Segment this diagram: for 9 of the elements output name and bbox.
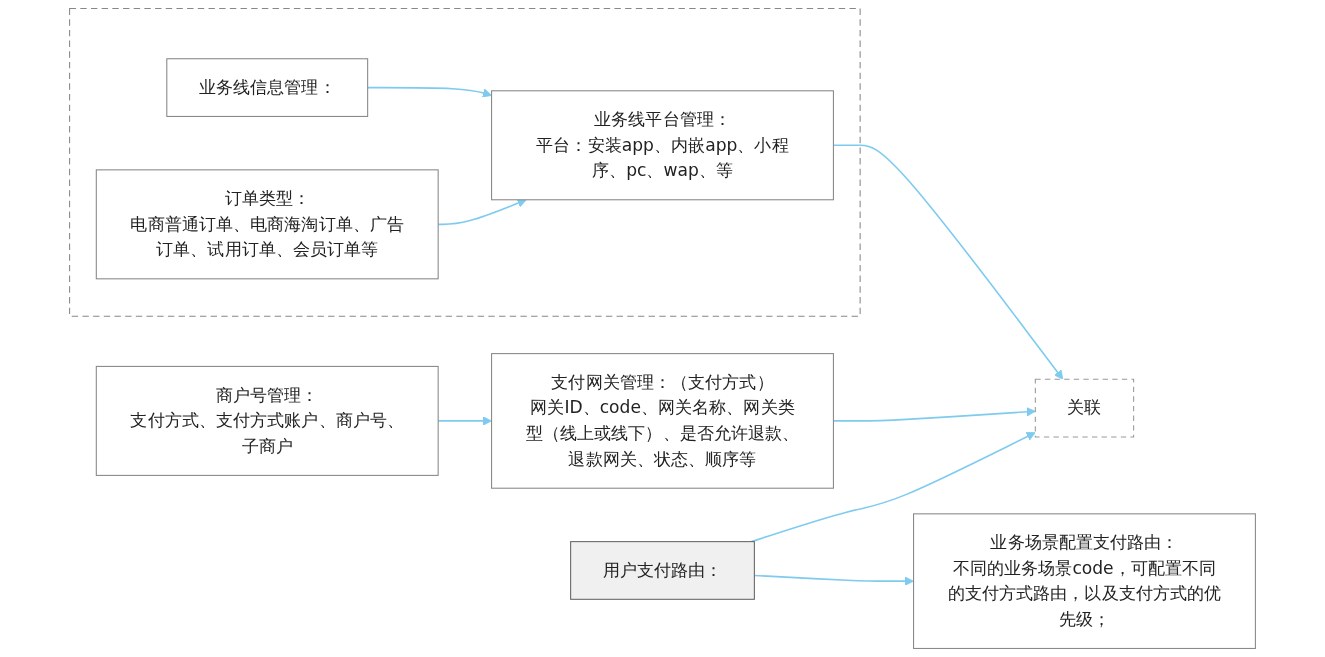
node-box: 商户号管理： 支付方式、支付方式账户、商户号、子商户: [95, 365, 439, 476]
cluster: [69, 8, 861, 317]
node-box: 用户支付路由：: [570, 541, 755, 600]
node-box: 关联: [1034, 378, 1135, 438]
node-box: 业务线信息管理：: [166, 58, 369, 117]
node-box: 业务线平台管理： 平台：安装app、内嵌app、小程序、pc、wap、等: [491, 90, 834, 201]
node-box: 订单类型： 电商普通订单、电商海淘订单、广告订单、试用订单、会员订单等: [95, 169, 439, 280]
node-box: 业务场景配置支付路由： 不同的业务场景code，可配置不同的支付方式路由，以及支付方式的优先级；: [913, 513, 1256, 649]
node-box: 支付网关管理：（支付方式） 网关ID、code、网关名称、网关类型（线上或线下）、是否允许退款、退款网关、状态、顺序等: [491, 353, 834, 489]
